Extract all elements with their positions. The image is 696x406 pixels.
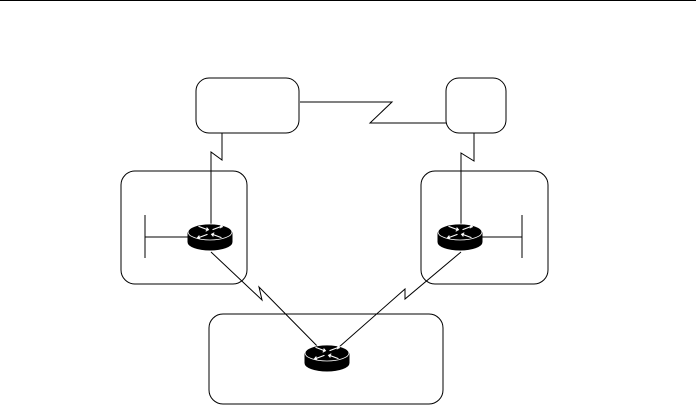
serial-link-left (210, 133, 223, 226)
ethernet-lan-right (482, 215, 523, 258)
router-right-icon (437, 223, 483, 251)
site-right-box (420, 170, 549, 285)
cloud-right-box (445, 77, 507, 134)
ethernet-lan-left (144, 215, 190, 258)
cloud-left-box (195, 77, 300, 134)
serial-link-right-bottom (329, 251, 462, 356)
router-bottom-icon (304, 344, 350, 372)
serial-link-clouds (300, 101, 446, 124)
router-left-icon (187, 223, 233, 251)
serial-link-right (460, 133, 475, 226)
serial-link-left-bottom (210, 251, 327, 356)
